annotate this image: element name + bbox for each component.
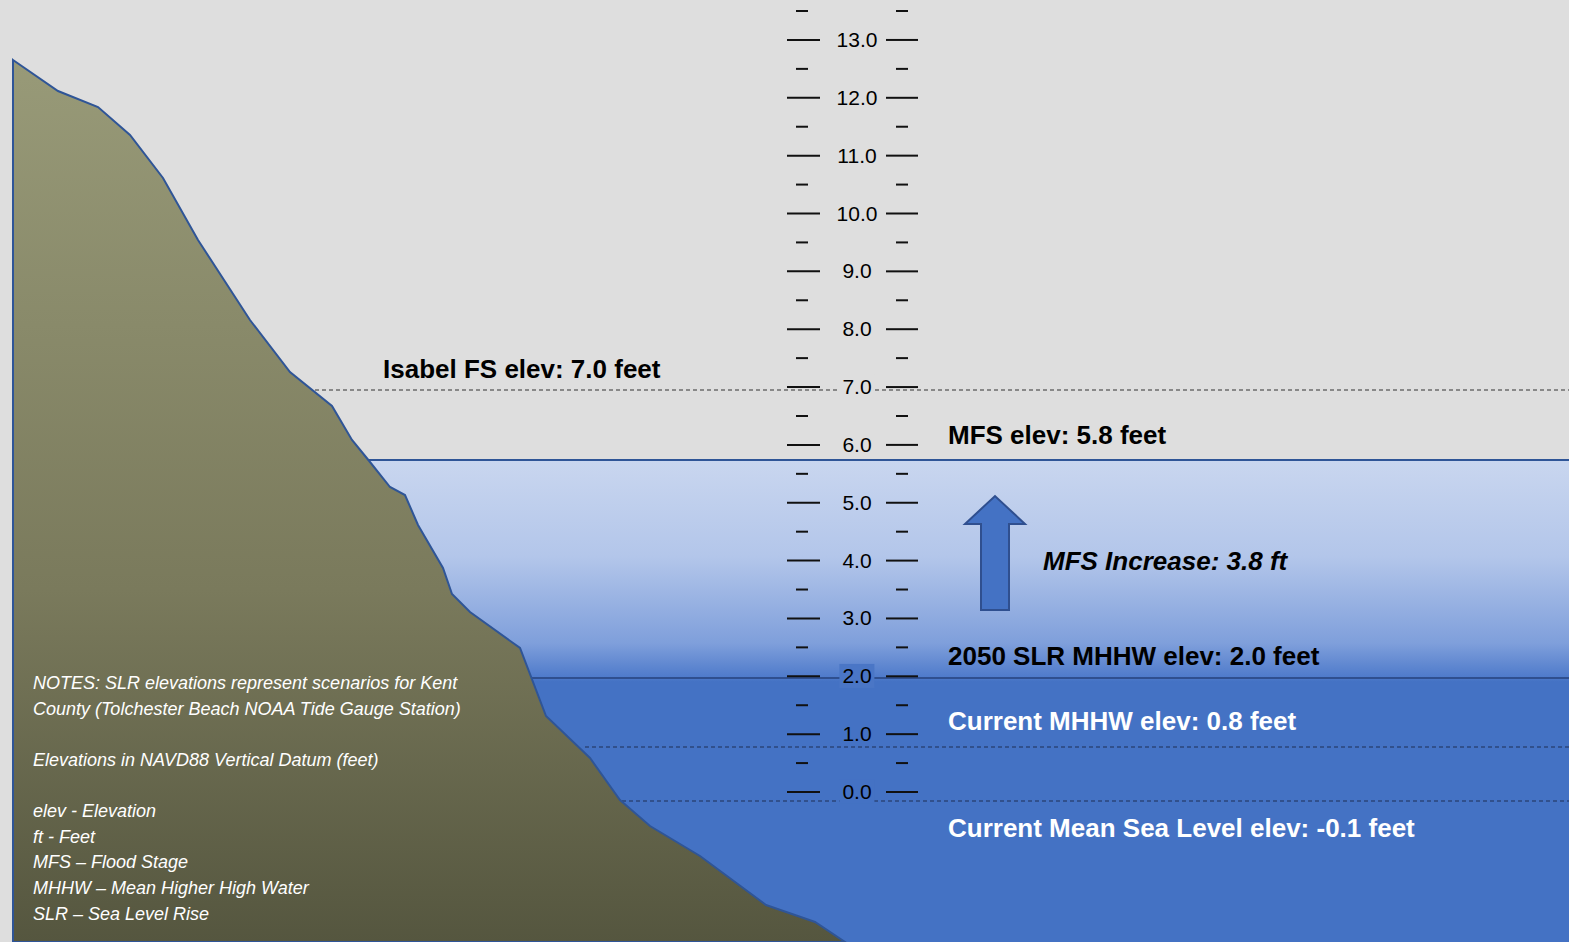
minor-tick <box>796 762 808 764</box>
scale-number: 10.0 <box>837 201 878 225</box>
major-tick <box>787 328 820 330</box>
scale-number: 9.0 <box>842 259 871 283</box>
major-tick <box>787 444 820 446</box>
flood-stage-label: MFS elev: 5.8 feet <box>948 421 1166 451</box>
major-tick <box>886 791 918 793</box>
major-tick <box>886 213 918 215</box>
major-tick <box>787 386 820 388</box>
abbreviation-text: SLR – Sea Level Rise <box>33 904 209 925</box>
increase-label: MFS Increase: 3.8 ft <box>1043 547 1287 577</box>
major-tick <box>787 502 820 504</box>
minor-tick <box>896 646 908 648</box>
increase-arrow <box>965 496 1025 610</box>
scale-number: 12.0 <box>837 86 878 110</box>
major-tick <box>787 617 820 619</box>
minor-tick <box>796 704 808 706</box>
scale-number: 2.0 <box>839 664 874 688</box>
major-tick <box>886 328 918 330</box>
minor-tick <box>796 473 808 475</box>
minor-tick <box>896 126 908 128</box>
scale-ticks <box>787 11 918 792</box>
minor-tick <box>896 68 908 70</box>
major-tick <box>787 270 820 272</box>
minor-tick <box>796 531 808 533</box>
abbreviation-text: MFS – Flood Stage <box>33 852 188 873</box>
abbreviation-text: elev - Elevation <box>33 801 156 822</box>
land-slope <box>13 60 845 942</box>
minor-tick <box>796 68 808 70</box>
major-tick <box>787 39 820 41</box>
minor-tick <box>796 184 808 186</box>
scale-number: 5.0 <box>842 491 871 515</box>
minor-tick <box>896 589 908 591</box>
minor-tick <box>896 762 908 764</box>
major-tick <box>886 502 918 504</box>
major-tick <box>787 733 820 735</box>
major-tick <box>886 733 918 735</box>
scale-number: 13.0 <box>837 28 878 52</box>
major-tick <box>787 97 820 99</box>
abbreviation-text: ft - Feet <box>33 827 95 848</box>
major-tick <box>787 791 820 793</box>
scale-number: 4.0 <box>842 549 871 573</box>
minor-tick <box>796 10 808 12</box>
isabel-line <box>315 390 1569 391</box>
minor-tick <box>796 415 808 417</box>
minor-tick <box>896 241 908 243</box>
minor-tick <box>896 357 908 359</box>
water-level-label: Current Mean Sea Level elev: -0.1 feet <box>948 814 1415 844</box>
note-text: Elevations in NAVD88 Vertical Datum (fee… <box>33 750 378 771</box>
note-text: NOTES: SLR elevations represent scenario… <box>33 671 473 722</box>
major-tick <box>886 155 918 157</box>
abbreviation-text: MHHW – Mean Higher High Water <box>33 878 309 899</box>
major-tick <box>886 675 918 677</box>
major-tick <box>787 155 820 157</box>
minor-tick <box>796 241 808 243</box>
major-tick <box>886 270 918 272</box>
minor-tick <box>796 589 808 591</box>
major-tick <box>787 675 820 677</box>
scale-number: 1.0 <box>842 722 871 746</box>
minor-tick <box>896 473 908 475</box>
minor-tick <box>896 531 908 533</box>
major-tick <box>886 39 918 41</box>
minor-tick <box>896 10 908 12</box>
water-level-label: 2050 SLR MHHW elev: 2.0 feet <box>948 642 1319 672</box>
mfs-line <box>365 459 1569 461</box>
scale-number: 6.0 <box>842 433 871 457</box>
minor-tick <box>896 415 908 417</box>
minor-tick <box>896 704 908 706</box>
minor-tick <box>796 126 808 128</box>
water-level-label: Current MHHW elev: 0.8 feet <box>948 707 1296 737</box>
flood-stage-label: Isabel FS elev: 7.0 feet <box>383 355 660 385</box>
minor-tick <box>896 299 908 301</box>
minor-tick <box>796 646 808 648</box>
slr-line <box>530 677 1569 679</box>
major-tick <box>886 386 918 388</box>
major-tick <box>886 444 918 446</box>
minor-tick <box>796 357 808 359</box>
scale-number: 3.0 <box>842 606 871 630</box>
mhhw-line <box>585 747 1569 748</box>
minor-tick <box>896 184 908 186</box>
scale-number: 8.0 <box>842 317 871 341</box>
major-tick <box>886 560 918 562</box>
scale-number: 7.0 <box>839 375 874 399</box>
major-tick <box>886 97 918 99</box>
scale-number: 0.0 <box>839 780 874 804</box>
major-tick <box>787 213 820 215</box>
major-tick <box>787 560 820 562</box>
msl-line <box>615 801 1569 802</box>
scale-number: 11.0 <box>837 144 876 168</box>
minor-tick <box>796 299 808 301</box>
major-tick <box>886 617 918 619</box>
